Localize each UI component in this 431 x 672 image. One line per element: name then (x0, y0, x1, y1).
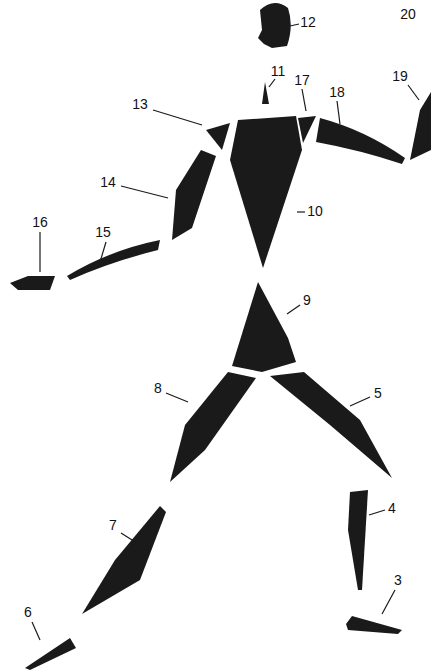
callout-number: 9 (302, 293, 312, 307)
callout-number: 18 (328, 85, 346, 99)
neck (262, 82, 269, 104)
callout-number: 8 (153, 381, 163, 395)
callout-number: 5 (373, 386, 383, 400)
pelvis (232, 282, 296, 372)
leader-line (39, 232, 40, 272)
leader-line (166, 393, 188, 402)
callout-number: 13 (131, 97, 149, 111)
left-upper-arm (172, 150, 216, 240)
callout-number: 16 (31, 215, 49, 229)
callout-number: 15 (94, 225, 112, 239)
right-foot (346, 616, 402, 634)
leader-line (382, 590, 395, 614)
leader-line (121, 186, 168, 198)
leader-line (269, 79, 275, 87)
head (258, 3, 291, 48)
callout-number: 10 (306, 204, 324, 218)
callout-number: 6 (23, 605, 33, 619)
left-shoulder (206, 123, 230, 150)
callout-number: 11 (270, 64, 287, 78)
left-forearm (67, 240, 160, 280)
callout-number: 14 (99, 175, 117, 189)
left-hand (10, 276, 55, 290)
callout-number: 4 (387, 501, 397, 515)
right-shin (348, 490, 368, 590)
leader-line (32, 622, 40, 640)
leader-line (153, 110, 202, 125)
leader-line (408, 85, 419, 100)
callout-number: 20 (399, 7, 417, 21)
right-hand (410, 92, 431, 160)
left-foot (25, 638, 76, 670)
callout-number: 19 (391, 69, 409, 83)
right-shoulder (298, 116, 316, 143)
leader-line (290, 24, 299, 26)
leader-line (287, 305, 300, 314)
right-upper-arm (316, 118, 405, 164)
leader-line (121, 533, 140, 545)
leader-line (337, 101, 340, 124)
callout-number: 7 (108, 518, 118, 532)
right-thigh (270, 372, 392, 478)
left-thigh (170, 372, 256, 482)
leader-line (369, 510, 385, 515)
leader-line (297, 211, 305, 212)
leader-line (350, 397, 370, 406)
leader-line (100, 242, 106, 262)
callout-number: 17 (293, 73, 311, 87)
torso (230, 116, 302, 268)
left-shin (82, 506, 166, 614)
leader-line (302, 89, 306, 111)
callout-number: 12 (299, 15, 317, 29)
callout-number: 3 (393, 573, 403, 587)
